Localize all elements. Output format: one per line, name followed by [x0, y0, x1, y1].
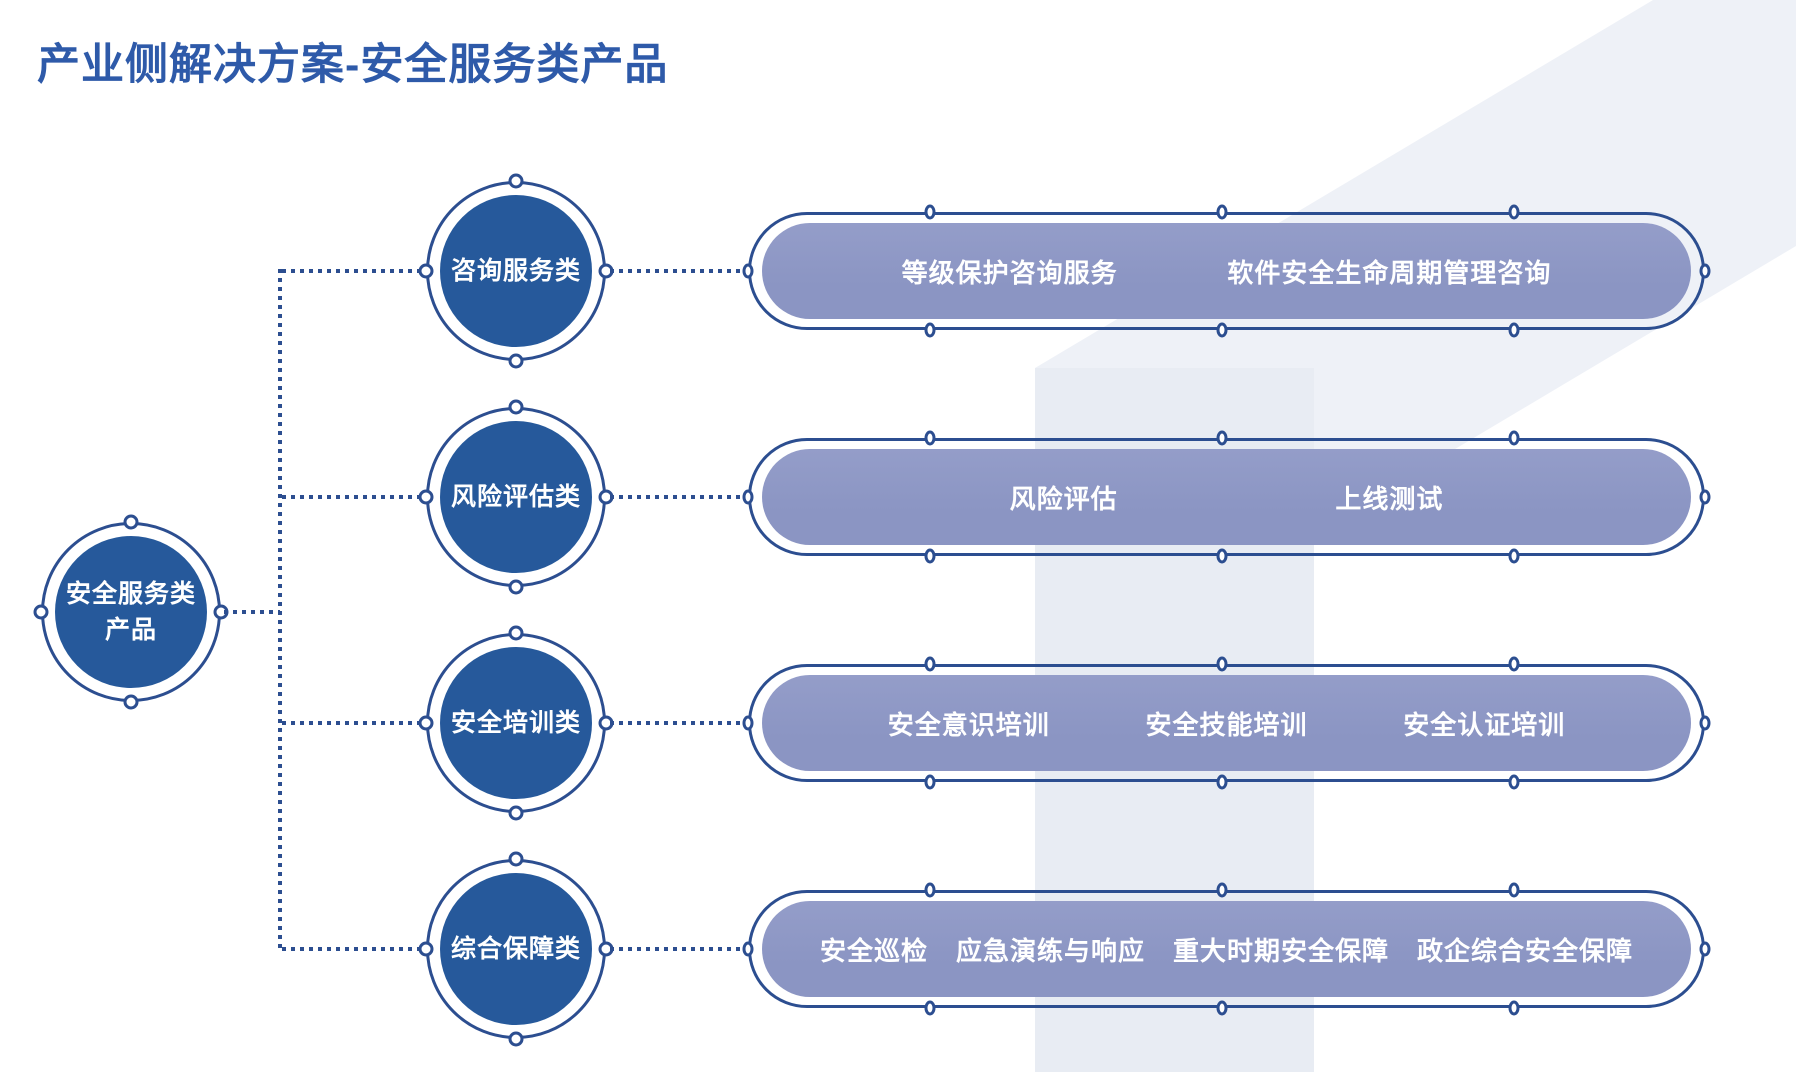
anchor-dot [1699, 263, 1711, 279]
pill-item-label: 软件安全生命周期管理咨询 [1227, 257, 1552, 288]
category-node: 咨询服务类 [418, 173, 614, 369]
category-node-circle: 咨询服务类 [440, 195, 592, 347]
anchor-dot [508, 851, 524, 867]
anchor-dot [1699, 941, 1711, 957]
connector-category-pill [610, 269, 746, 273]
category-node: 安全培训类 [418, 625, 614, 821]
anchor-dot [508, 625, 524, 641]
connector-category-pill [610, 495, 746, 499]
anchor-dot [924, 774, 936, 790]
anchor-dot [1508, 204, 1520, 220]
anchor-dot [924, 430, 936, 446]
anchor-dot [123, 514, 139, 530]
anchor-dot [1216, 548, 1228, 564]
category-label: 风险评估类 [450, 482, 581, 511]
trunk-line [278, 269, 282, 951]
anchor-dot [742, 715, 754, 731]
connector-category-pill [610, 721, 746, 725]
connector-category-pill [610, 947, 746, 951]
category-node-circle: 安全培训类 [440, 647, 592, 799]
anchor-dot [418, 715, 434, 731]
category-label: 安全培训类 [450, 708, 581, 737]
anchor-dot [508, 353, 524, 369]
items-pill: 风险评估 上线测试 [742, 430, 1711, 564]
anchor-dot [924, 882, 936, 898]
anchor-dot [924, 204, 936, 220]
pill-item-label: 上线测试 [1335, 483, 1444, 514]
pill-item-label: 应急演练与响应 [955, 935, 1145, 966]
anchor-dot [1216, 774, 1228, 790]
items-pill-fill: 安全巡检应急演练与响应重大时期安全保障政企综合安全保障 [762, 901, 1691, 997]
anchor-dot [1508, 430, 1520, 446]
pill-item-label: 安全技能培训 [1145, 709, 1308, 740]
anchor-dot [1508, 656, 1520, 672]
anchor-dot [1508, 882, 1520, 898]
anchor-dot [1216, 656, 1228, 672]
category-node: 综合保障类 [418, 851, 614, 1047]
anchor-dot [508, 579, 524, 595]
anchor-dot [1699, 715, 1711, 731]
anchor-dot [418, 941, 434, 957]
items-pill: 安全巡检应急演练与响应重大时期安全保障政企综合安全保障 [742, 882, 1711, 1016]
anchor-dot [924, 656, 936, 672]
anchor-dot [1508, 322, 1520, 338]
connector-trunk-category [282, 269, 424, 273]
connector-trunk-category [282, 947, 424, 951]
pill-item-label: 安全意识培训 [887, 709, 1050, 740]
anchor-dot [33, 604, 49, 620]
anchor-dot [508, 173, 524, 189]
root-node: 安全服务类 产品 [33, 514, 229, 710]
anchor-dot [1216, 204, 1228, 220]
anchor-dot [1216, 1000, 1228, 1016]
category-label: 综合保障类 [450, 934, 581, 963]
items-pill: 安全意识培训 安全技能培训 安全认证培训 [742, 656, 1711, 790]
pill-item-label: 安全认证培训 [1403, 709, 1566, 740]
anchor-dot [1216, 430, 1228, 446]
pill-item-label: 重大时期安全保障 [1172, 935, 1389, 966]
root-node-label: 安全服务类 产品 [65, 579, 196, 644]
items-pill-fill: 风险评估 上线测试 [762, 449, 1691, 545]
connector-trunk-category [282, 495, 424, 499]
items-pill-fill: 安全意识培训 安全技能培训 安全认证培训 [762, 675, 1691, 771]
root-node-circle: 安全服务类 产品 [55, 536, 207, 688]
anchor-dot [924, 322, 936, 338]
category-node: 风险评估类 [418, 399, 614, 595]
anchor-dot [123, 694, 139, 710]
category-label: 咨询服务类 [450, 256, 581, 285]
anchor-dot [1508, 548, 1520, 564]
page-title: 产业侧解决方案-安全服务类产品 [37, 41, 669, 89]
anchor-dot [508, 399, 524, 415]
items-pill-fill: 等级保护咨询服务 软件安全生命周期管理咨询 [762, 223, 1691, 319]
items-pill: 等级保护咨询服务 软件安全生命周期管理咨询 [742, 204, 1711, 338]
category-node-circle: 综合保障类 [440, 873, 592, 1025]
anchor-dot [508, 805, 524, 821]
anchor-dot [742, 941, 754, 957]
anchor-dot [508, 1031, 524, 1047]
pill-item-label: 安全巡检 [819, 935, 928, 966]
anchor-dot [418, 263, 434, 279]
anchor-dot [742, 489, 754, 505]
anchor-dot [1508, 774, 1520, 790]
anchor-dot [1508, 1000, 1520, 1016]
anchor-dot [742, 263, 754, 279]
anchor-dot [1216, 322, 1228, 338]
pill-item-label: 等级保护咨询服务 [901, 257, 1118, 288]
anchor-dot [924, 548, 936, 564]
connector-root-trunk [224, 610, 280, 614]
anchor-dot [1699, 489, 1711, 505]
pill-item-label: 政企综合安全保障 [1416, 935, 1633, 966]
category-node-circle: 风险评估类 [440, 421, 592, 573]
anchor-dot [418, 489, 434, 505]
anchor-dot [924, 1000, 936, 1016]
connector-trunk-category [282, 721, 424, 725]
anchor-dot [1216, 882, 1228, 898]
pill-item-label: 风险评估 [1009, 483, 1118, 514]
